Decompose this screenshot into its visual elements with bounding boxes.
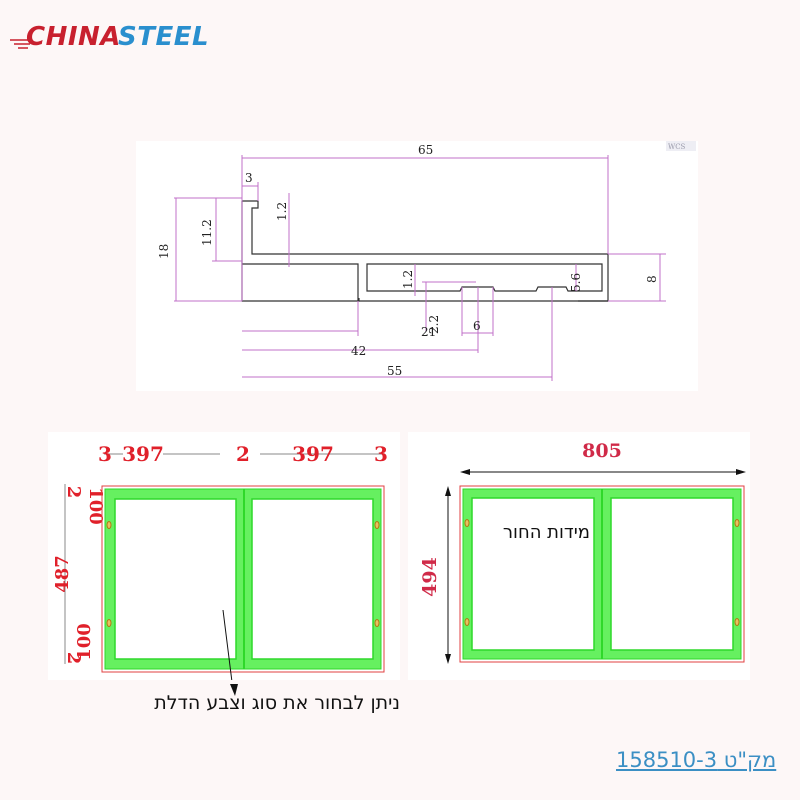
china-steel-logo: CHINA STEEL bbox=[8, 18, 210, 58]
wcs-watermark: WCS bbox=[668, 143, 686, 151]
hole-dimensions-label: מידות החור bbox=[502, 522, 590, 543]
hinge-icon bbox=[464, 519, 470, 527]
door-left-drawing: 3 397 2 397 3 2 487 2 100 100 bbox=[48, 432, 400, 691]
profile-drawing: 65 3 21 42 55 6 18 11.2 1.2 1.2 2.2 5.6 … bbox=[136, 141, 698, 391]
dim-top-hinge: 100 bbox=[85, 487, 106, 525]
dim-offset-55: 55 bbox=[387, 364, 402, 378]
hinge-icon bbox=[374, 521, 380, 529]
door-right-drawing: 805 494 מידות החור bbox=[408, 432, 750, 680]
hinge-icon bbox=[464, 618, 470, 626]
dim-base-height: 8 bbox=[645, 275, 659, 283]
dim-groove-depth: 2.2 bbox=[427, 315, 441, 334]
profile-cross-section: 65 3 21 42 55 6 18 11.2 1.2 1.2 2.2 5.6 … bbox=[157, 141, 696, 381]
dim-groove-width: 6 bbox=[473, 319, 481, 333]
hinge-icon bbox=[734, 618, 740, 626]
dim-hole-height: 494 bbox=[419, 557, 441, 597]
door-right-elevation: 805 494 bbox=[419, 440, 746, 664]
hinge-icon bbox=[106, 521, 112, 529]
dim-middle-gap: 2 bbox=[236, 442, 250, 466]
dim-bottom-hinge: 100 bbox=[74, 623, 95, 661]
sku-link[interactable]: מק"ט 158510-3 bbox=[616, 748, 777, 772]
dim-top-right-gap: 3 bbox=[374, 442, 388, 466]
speed-lines-icon bbox=[10, 39, 30, 49]
dim-top-gap: 2 bbox=[63, 486, 84, 499]
logo-steel: STEEL bbox=[118, 22, 210, 52]
dim-left-leaf-width: 397 bbox=[122, 442, 164, 466]
hinge-icon bbox=[734, 519, 740, 527]
dim-upper-wall: 1.2 bbox=[275, 202, 289, 221]
door-left-elevation: 3 397 2 397 3 2 487 2 100 100 bbox=[52, 442, 388, 691]
dim-hole-width: 805 bbox=[582, 440, 622, 462]
dim-offset-21: 21 bbox=[421, 325, 436, 339]
dim-channel-wall: 1.2 bbox=[401, 270, 415, 289]
dim-bottom-gap: 2 bbox=[63, 652, 84, 665]
door-type-caption: ניתן לבחור את סוג וצבע הדלת bbox=[154, 692, 400, 714]
dim-channel-height: 5.6 bbox=[569, 273, 583, 292]
dim-offset-42: 42 bbox=[351, 344, 366, 358]
dim-right-leaf-width: 397 bbox=[292, 442, 334, 466]
dim-lip-width: 3 bbox=[245, 171, 253, 185]
dim-overall-width: 65 bbox=[418, 143, 433, 157]
dim-door-height: 487 bbox=[52, 555, 73, 593]
dim-top-left-gap: 3 bbox=[98, 442, 112, 466]
dim-upper-height: 11.2 bbox=[200, 219, 214, 246]
hinge-icon bbox=[374, 619, 380, 627]
dim-overall-height: 18 bbox=[157, 244, 171, 259]
hinge-icon bbox=[106, 619, 112, 627]
logo-china: CHINA bbox=[26, 22, 121, 52]
arrow-head-icon bbox=[230, 684, 238, 696]
